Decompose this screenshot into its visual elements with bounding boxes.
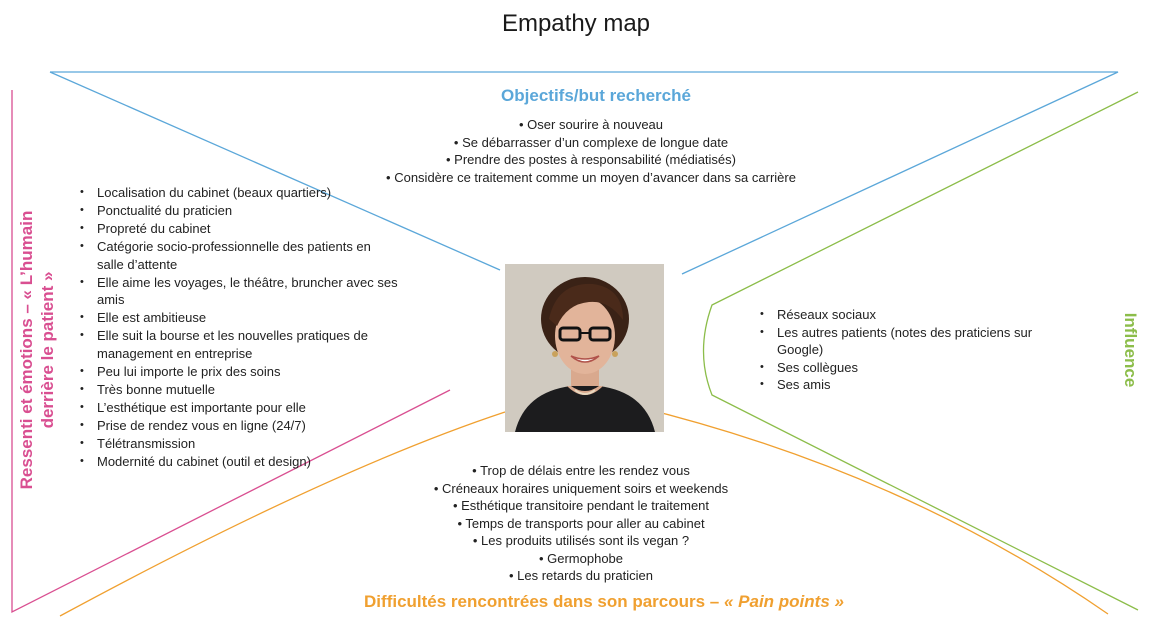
list-item: Ses collègues (760, 359, 1060, 377)
list-item: • Se débarrasser d’un complexe de longue… (453, 134, 729, 150)
list-item: Elle suit la bourse et les nouvelles pra… (80, 327, 400, 363)
persona-portrait-image (505, 264, 664, 432)
list-item: Très bonne mutuelle (80, 381, 400, 399)
list-item: • Germophobe (538, 550, 624, 566)
list-item: Ses amis (760, 376, 1060, 394)
list-item: Prise de rendez vous en ligne (24/7) (80, 417, 400, 435)
list-item: Télétransmission (80, 435, 400, 453)
list-item: Réseaux sociaux (760, 306, 1060, 324)
list-item: Modernité du cabinet (outil et design) (80, 453, 400, 471)
list-item: • Oser sourire à nouveau (518, 117, 664, 132)
list-item: • Considère ce traitement comme un moyen… (386, 169, 796, 185)
list-item: • Esthétique transitoire pendant le trai… (452, 498, 710, 513)
difficultes-outline (59, 404, 1109, 617)
list-item: • Temps de transports pour aller au cabi… (457, 515, 705, 531)
list-item: Catégorie socio-professionnelle des pati… (80, 238, 400, 274)
persona-photo (505, 264, 664, 432)
pain-points-label: « Pain points » (723, 592, 844, 611)
list-item: L’esthétique est importante pour elle (80, 399, 400, 417)
difficultes-heading-main: Difficultés rencontrées dans son parcour… (364, 592, 724, 611)
list-item: Propreté du cabinet (80, 220, 400, 238)
list-item: Elle aime les voyages, le théâtre, brunc… (80, 274, 400, 310)
list-item: • Les produits utilisés sont ils vegan ? (472, 533, 690, 548)
objectifs-list: • Oser sourire à nouveau • Se débarrasse… (0, 116, 1152, 186)
list-item: • Créneaux horaires uniquement soirs et … (433, 480, 729, 496)
ressenti-list: Localisation du cabinet (beaux quartiers… (80, 184, 400, 471)
list-item: • Prendre des postes à responsabilité (m… (446, 152, 736, 167)
page-title: Empathy map (501, 10, 651, 37)
list-item: Localisation du cabinet (beaux quartiers… (80, 184, 400, 202)
difficultes-list: • Trop de délais entre les rendez vous •… (0, 462, 1152, 585)
ressenti-heading: Ressenti et émotions – « L’humain derriè… (17, 210, 57, 490)
objectifs-outline (50, 71, 1119, 275)
list-item: Elle est ambitieuse (80, 309, 400, 327)
influence-outline (702, 91, 1139, 611)
objectifs-outline-left (49, 71, 501, 271)
list-item: • Trop de délais entre les rendez vous (472, 463, 690, 478)
objectifs-heading: Objectifs/but recherché (501, 86, 691, 105)
list-item: Les autres patients (notes des praticien… (760, 324, 1060, 359)
list-item: Peu lui importe le prix des soins (80, 363, 400, 381)
list-item: Ponctualité du praticien (80, 202, 400, 220)
influence-list: Réseaux sociaux Les autres patients (not… (760, 306, 1060, 394)
difficultes-heading: Difficultés rencontrées dans son parcour… (0, 592, 1152, 612)
list-item: • Les retards du praticien (508, 568, 654, 583)
influence-heading: Influence (1121, 312, 1140, 388)
